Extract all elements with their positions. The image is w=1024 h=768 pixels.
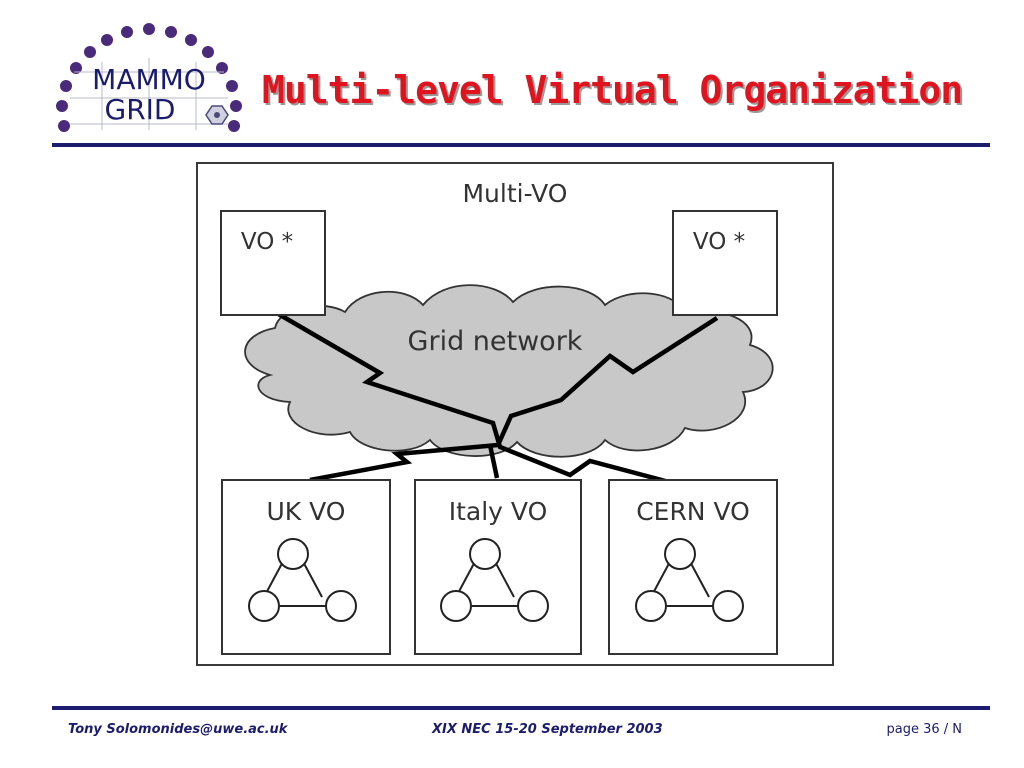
- logo-grid: [70, 58, 228, 130]
- node-triangle-icon: [635, 538, 744, 622]
- header-rule: [52, 143, 990, 147]
- vo-box-italy: Italy VO: [414, 479, 582, 655]
- footer-page-number: page 36 / N: [886, 722, 962, 737]
- page-title: Multi-level Virtual Organization: [262, 68, 963, 112]
- vo-box-top-right-label: VO *: [693, 229, 745, 255]
- vo-box-cern: CERN VO: [608, 479, 778, 655]
- logo-dot-arc: [56, 23, 242, 132]
- logo-word-grid: GRID: [105, 93, 176, 126]
- network-links: [273, 310, 719, 486]
- logo-word-mammo: MAMMO: [92, 63, 206, 96]
- footer-author-email: Tony Solomonides@uwe.ac.uk: [68, 722, 288, 737]
- mammogrid-logo: MAMMO GRID: [52, 22, 247, 134]
- vo-box-uk: UK VO: [221, 479, 391, 655]
- footer-rule: [52, 706, 990, 710]
- footer-event: XIX NEC 15-20 September 2003: [432, 722, 663, 737]
- vo-box-uk-label: UK VO: [267, 497, 346, 526]
- vo-box-top-left: [220, 210, 326, 316]
- vo-box-cern-label: CERN VO: [636, 497, 750, 526]
- node-triangle-icon: [248, 538, 357, 622]
- vo-box-italy-label: Italy VO: [449, 497, 548, 526]
- vo-box-top-right: [672, 210, 778, 316]
- vo-box-top-left-label: VO *: [241, 229, 293, 255]
- node-triangle-icon: [440, 538, 549, 622]
- grid-network-cloud: Grid network: [244, 284, 774, 458]
- logo-badge-icon: [205, 105, 229, 125]
- multi-vo-diagram: Multi-VO Grid network VO * VO * UK VO It…: [196, 162, 834, 666]
- grid-network-label: Grid network: [408, 326, 583, 357]
- multi-vo-label: Multi-VO: [462, 179, 567, 208]
